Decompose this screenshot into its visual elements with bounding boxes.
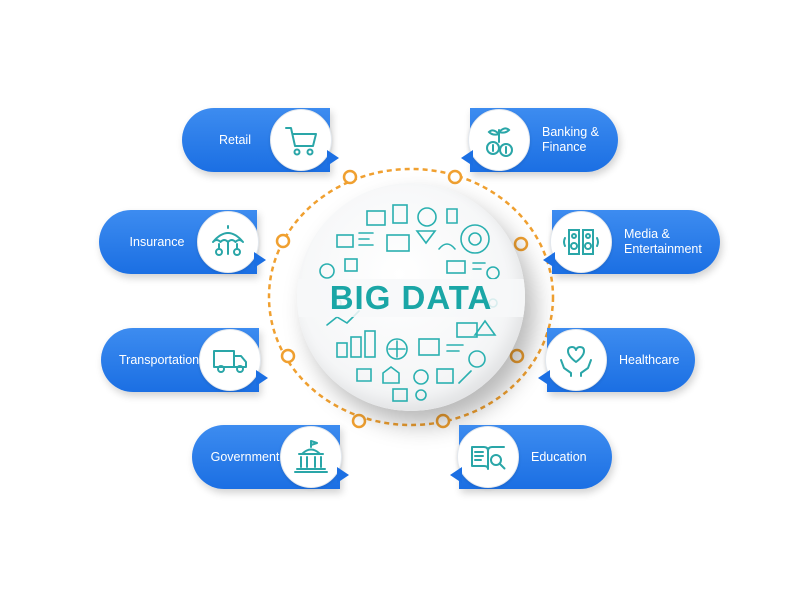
heart-hands-icon [545, 329, 607, 391]
category-education[interactable]: Education [450, 425, 612, 489]
category-label: Transportation [119, 352, 200, 367]
category-insurance[interactable]: Insurance [99, 210, 266, 274]
category-transportation[interactable]: Transportation [101, 328, 268, 392]
category-label: Government [210, 449, 280, 464]
money-plant-icon [468, 109, 530, 171]
speakers-icon [550, 211, 612, 273]
ring-node [513, 236, 529, 252]
data-icons-collage [319, 204, 500, 402]
category-label: Healthcare [619, 352, 680, 367]
category-label: Insurance [129, 234, 185, 249]
big-data-title: BIG DATA [297, 279, 525, 317]
category-government[interactable]: Government [192, 425, 349, 489]
category-label: Education [531, 449, 587, 464]
ring-node [447, 169, 463, 185]
book-magnifier-icon [457, 426, 519, 488]
category-label: Media & Entertainment [624, 227, 702, 256]
ring-node [351, 413, 367, 429]
ring-node [342, 169, 358, 185]
ring-node [280, 348, 296, 364]
category-label: Retail [219, 132, 251, 147]
government-building-icon [280, 426, 342, 488]
category-healthcare[interactable]: Healthcare [538, 328, 695, 392]
shopping-cart-icon [270, 109, 332, 171]
umbrella-icon [197, 211, 259, 273]
truck-icon [199, 329, 262, 391]
category-media-entertainment[interactable]: Media & Entertainment [543, 210, 720, 274]
big-data-hub: BIG DATA [297, 183, 525, 411]
ring-node [275, 233, 291, 249]
category-label: Banking & Finance [542, 125, 599, 154]
ring-node [435, 413, 451, 429]
ring-node [509, 348, 525, 364]
category-banking-finance[interactable]: Banking & Finance [461, 108, 618, 172]
category-retail[interactable]: Retail [182, 108, 339, 172]
